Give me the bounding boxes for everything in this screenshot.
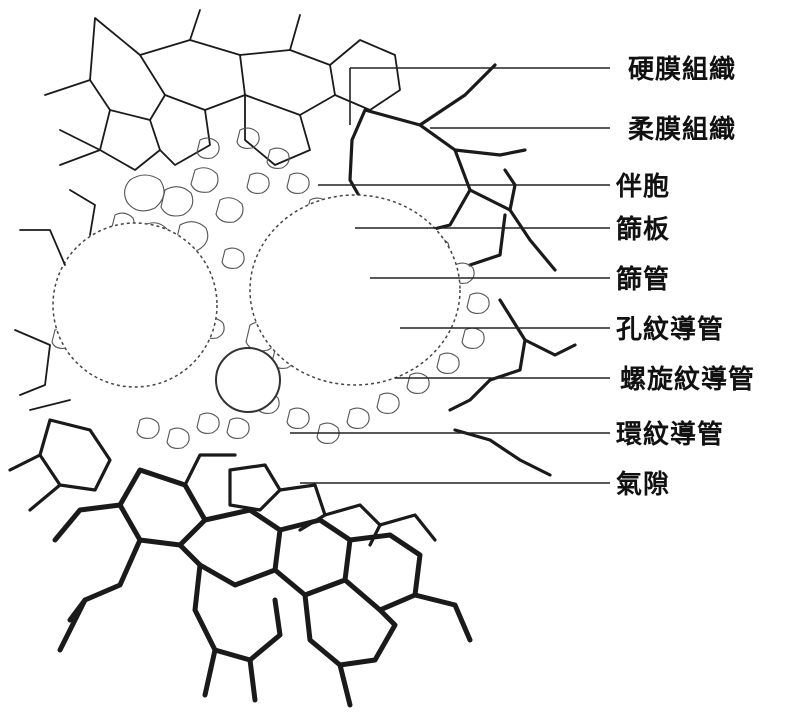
label-sclerenchyma: 硬膜組織 [628,54,736,85]
lower-mid-cells [8,418,437,547]
lower-cells [52,467,473,708]
sieve-tube-shape [249,194,461,386]
label-pitted-vessel: 孔紋導管 [616,314,724,345]
label-companion-cell: 伴胞 [615,171,670,202]
left-cells [14,129,101,411]
upper-sheath-cells [44,9,401,171]
leader-sclerenchyma [349,67,610,125]
label-annular-vessel: 環紋導管 [616,419,724,450]
label-sieve-plate: 篩板 [616,214,670,245]
large-vessels [52,194,461,413]
labels: 硬膜組織 柔膜組織 伴胞 篩板 篩管 孔紋導管 螺旋紋導管 環紋導管 氣隙 [615,54,755,500]
leader-lines [290,67,610,484]
label-sieve-tube: 篩管 [616,264,670,295]
pitted-vessel-shape [52,222,218,388]
annular-vessel-shape [215,347,281,413]
label-parenchyma: 柔膜組織 [628,114,736,145]
label-air-space: 氣隙 [616,469,670,500]
label-spiral-vessel: 螺旋紋導管 [620,364,755,395]
